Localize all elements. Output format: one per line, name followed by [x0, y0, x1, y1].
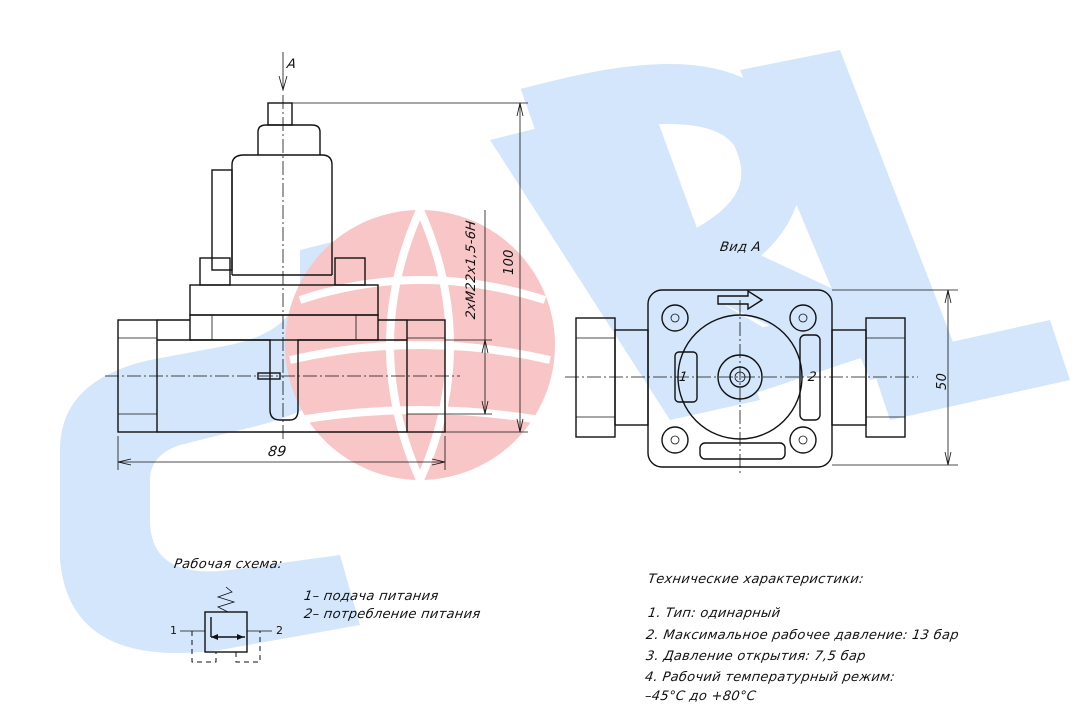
dim-width-label: 89 — [266, 444, 288, 460]
flow-arrow-icon — [717, 289, 764, 311]
watermark-globe — [285, 208, 555, 482]
spec-item: 3. Давление открытия: 7,5 бар — [644, 649, 867, 664]
spec-item: –45°С до +80°С — [643, 689, 758, 704]
spec-item: 4. Рабочий температурный режим: — [643, 670, 896, 685]
scheme-port-2: 2 — [276, 624, 284, 637]
spring-icon — [216, 586, 236, 613]
scheme-title: Рабочая схема: — [172, 557, 284, 572]
dim-height-label: 100 — [502, 249, 517, 275]
scheme-legend-1: 1– подача питания — [302, 589, 440, 604]
flow-arrows-icon — [211, 634, 244, 640]
side-view-title: Вид А — [718, 240, 762, 255]
spec-item: 1. Тип: одинарный — [646, 606, 782, 621]
spec-item: 2. Максимальное рабочее давление: 13 бар — [644, 628, 960, 643]
specs-title: Технические характеристики: — [646, 572, 865, 587]
scheme-port-1: 1 — [170, 624, 178, 637]
thread-label: 2xM22x1,5-6H — [464, 219, 479, 321]
bolt-holes — [661, 304, 817, 454]
section-arrow-icon — [278, 52, 288, 92]
side-dim-height: 50 — [935, 372, 950, 390]
scheme-legend-2: 2– потребление питания — [302, 607, 482, 622]
